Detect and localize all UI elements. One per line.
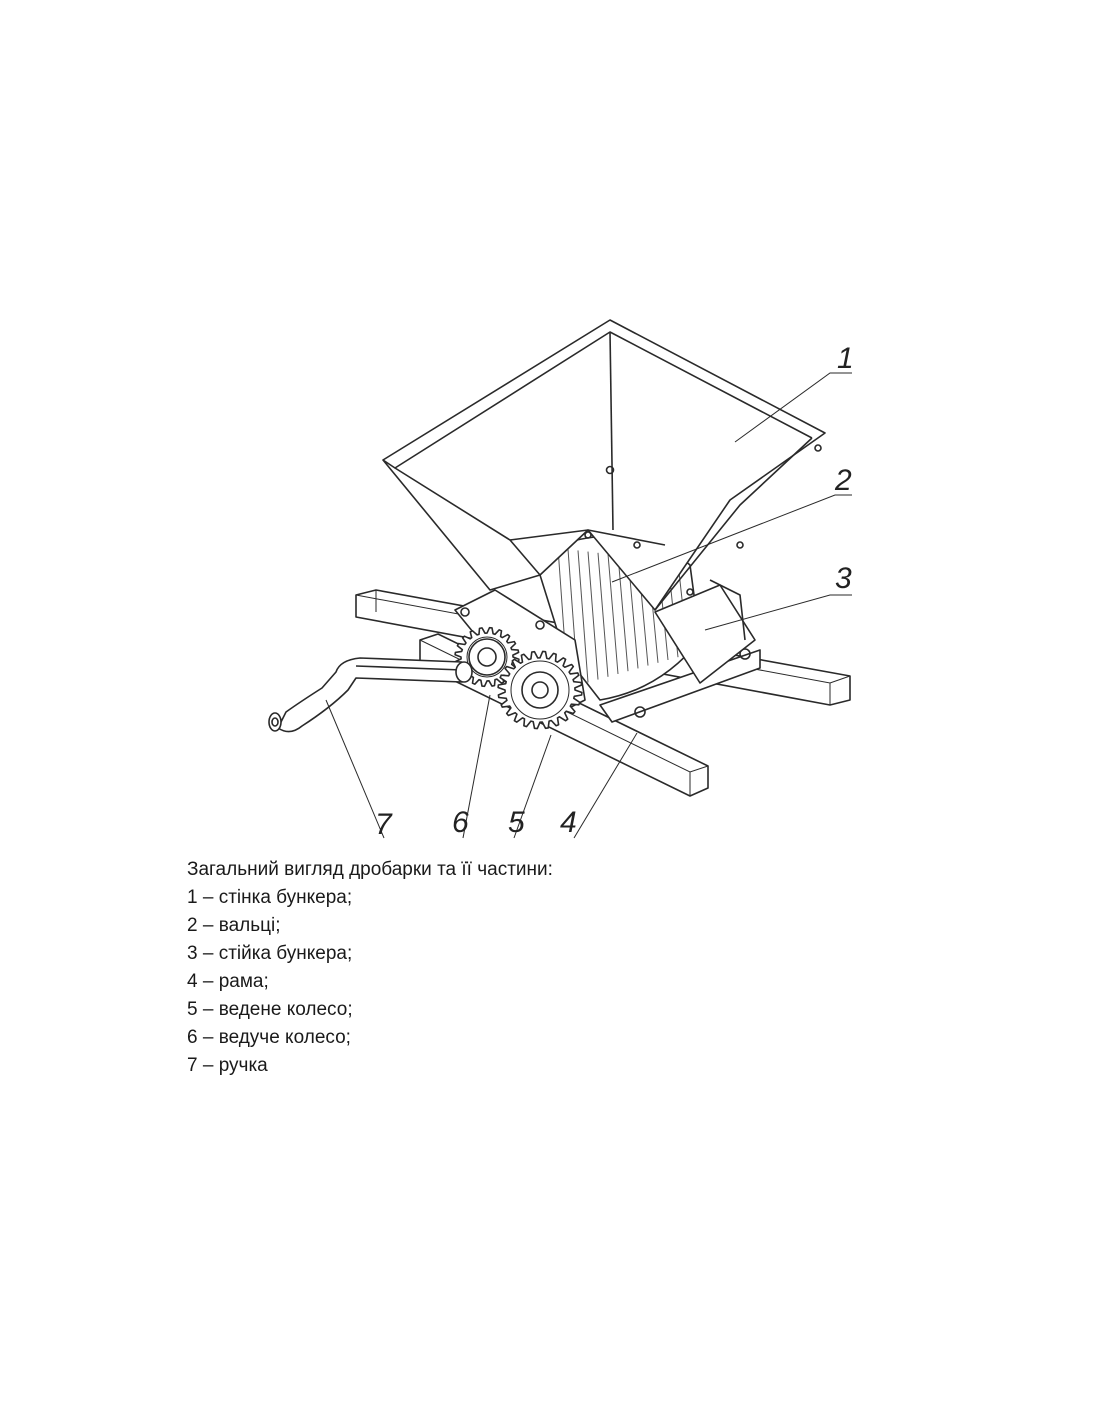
- callout-6: 6: [452, 806, 469, 839]
- callout-5: 5: [508, 806, 525, 839]
- leader-lines: [325, 372, 852, 839]
- callout-2: 2: [834, 464, 852, 497]
- driven-gear: [497, 650, 583, 730]
- part-item: 6 – ведуче колесо;: [187, 1027, 351, 1048]
- part-item: 5 – ведене колесо;: [187, 999, 353, 1020]
- part-item: 1 – стінка бункера;: [187, 887, 353, 908]
- crank-handle: [268, 657, 473, 733]
- hopper-post: [654, 579, 756, 684]
- crusher-diagram: 1 2 3 4 5 6 7: [268, 319, 854, 841]
- callout-4: 4: [560, 806, 577, 839]
- part-item: 4 – рама;: [187, 971, 269, 992]
- parts-list: 1 – стінка бункера; 2 – вальці; 3 – стій…: [187, 884, 887, 1080]
- parts-legend: Загальний вигляд дробарки та її частини:…: [187, 856, 887, 1080]
- part-item: 3 – стійка бункера;: [187, 943, 353, 964]
- part-item: 7 – ручка: [187, 1055, 268, 1076]
- callout-3: 3: [835, 562, 852, 595]
- part-item: 2 – вальці;: [187, 915, 281, 936]
- callout-7: 7: [375, 808, 393, 841]
- hopper: [382, 319, 826, 611]
- callout-1: 1: [837, 342, 854, 375]
- legend-caption: Загальний вигляд дробарки та її частини:: [187, 859, 553, 880]
